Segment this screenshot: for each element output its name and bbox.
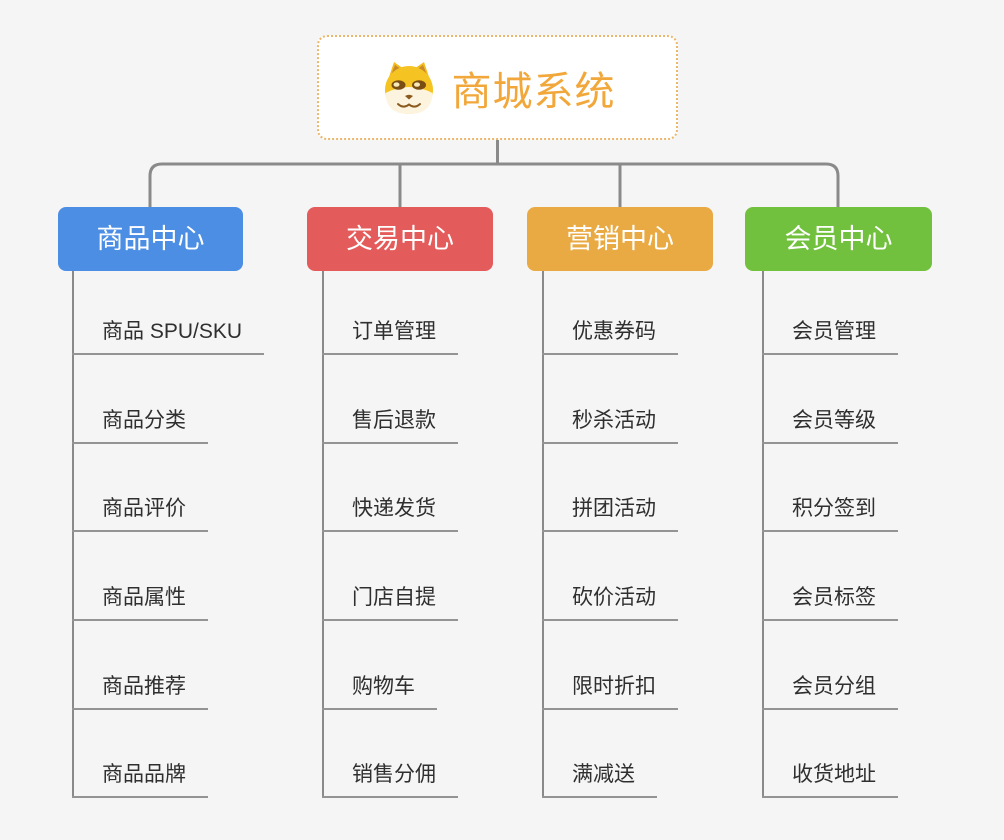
leaf-node[interactable]: 会员等级	[762, 355, 898, 444]
leaf-list-member-center: 会员管理会员等级积分签到会员标签会员分组收货地址	[762, 267, 898, 799]
branch-trunk-line	[72, 271, 74, 798]
leaf-node[interactable]: 限时折扣	[542, 621, 678, 710]
leaf-label: 满减送	[572, 763, 635, 787]
leaf-label: 拼团活动	[572, 497, 656, 521]
leaf-label: 收货地址	[792, 763, 876, 787]
leaf-label: 商品推荐	[102, 674, 186, 698]
branch-trunk-line	[542, 271, 544, 798]
leaf-node[interactable]: 售后退款	[322, 355, 458, 444]
leaf-label: 砍价活动	[572, 586, 656, 610]
leaf-node[interactable]: 购物车	[322, 621, 437, 710]
leaf-node[interactable]: 商品品牌	[72, 710, 208, 799]
leaf-label: 优惠券码	[572, 320, 656, 344]
branch-node-member-center[interactable]: 会员中心	[745, 207, 932, 271]
leaf-node[interactable]: 拼团活动	[542, 444, 678, 533]
leaf-node[interactable]: 商品分类	[72, 355, 208, 444]
leaf-label: 会员分组	[792, 674, 876, 698]
leaf-label: 限时折扣	[572, 674, 656, 698]
leaf-label: 商品属性	[102, 586, 186, 610]
leaf-node[interactable]: 销售分佣	[322, 710, 458, 799]
leaf-label: 售后退款	[352, 408, 436, 432]
leaf-node[interactable]: 商品 SPU/SKU	[72, 267, 265, 356]
leaf-label: 商品评价	[102, 497, 186, 521]
branch-node-trade-center[interactable]: 交易中心	[307, 207, 493, 271]
leaf-label: 秒杀活动	[572, 408, 656, 432]
leaf-label: 商品 SPU/SKU	[102, 320, 243, 344]
leaf-node[interactable]: 砍价活动	[542, 532, 678, 622]
leaf-node[interactable]: 秒杀活动	[542, 355, 678, 444]
leaf-label: 积分签到	[792, 497, 876, 521]
leaf-label: 销售分佣	[352, 763, 436, 787]
leaf-list-trade-center: 订单管理售后退款快递发货门店自提购物车销售分佣	[322, 267, 458, 799]
leaf-node[interactable]: 满减送	[542, 710, 657, 799]
branch-node-marketing-center[interactable]: 营销中心	[527, 207, 713, 271]
leaf-node[interactable]: 商品评价	[72, 444, 208, 533]
leaf-node[interactable]: 积分签到	[762, 444, 898, 533]
leaf-label: 订单管理	[352, 320, 436, 344]
leaf-node[interactable]: 商品属性	[72, 532, 208, 622]
leaf-label: 快递发货	[352, 497, 436, 521]
leaf-label: 门店自提	[352, 586, 436, 610]
leaf-node[interactable]: 订单管理	[322, 267, 458, 356]
shiba-dog-icon	[380, 59, 438, 117]
leaf-list-marketing-center: 优惠券码秒杀活动拼团活动砍价活动限时折扣满减送	[542, 267, 678, 799]
leaf-label: 购物车	[352, 674, 415, 698]
root-node[interactable]: 商城系统	[317, 35, 678, 140]
root-title: 商城系统	[451, 69, 616, 114]
leaf-label: 商品品牌	[102, 763, 186, 787]
leaf-list-product-center: 商品 SPU/SKU 商品分类商品评价商品属性商品推荐商品品牌	[72, 267, 265, 799]
leaf-label: 商品分类	[102, 408, 186, 432]
leaf-node[interactable]: 收货地址	[762, 710, 898, 799]
branch-trunk-line	[762, 271, 764, 798]
bus-line	[148, 162, 840, 210]
leaf-label: 会员等级	[792, 408, 876, 432]
leaf-label: 会员标签	[792, 586, 876, 610]
leaf-node[interactable]: 商品推荐	[72, 621, 208, 710]
leaf-node[interactable]: 快递发货	[322, 444, 458, 533]
leaf-node[interactable]: 会员标签	[762, 532, 898, 622]
leaf-node[interactable]: 门店自提	[322, 532, 458, 622]
branch-trunk-line	[322, 271, 324, 798]
leaf-label: 会员管理	[792, 320, 876, 344]
leaf-node[interactable]: 会员分组	[762, 621, 898, 710]
leaf-node[interactable]: 会员管理	[762, 267, 898, 356]
leaf-node[interactable]: 优惠券码	[542, 267, 678, 356]
branch-node-product-center[interactable]: 商品中心	[58, 207, 243, 271]
